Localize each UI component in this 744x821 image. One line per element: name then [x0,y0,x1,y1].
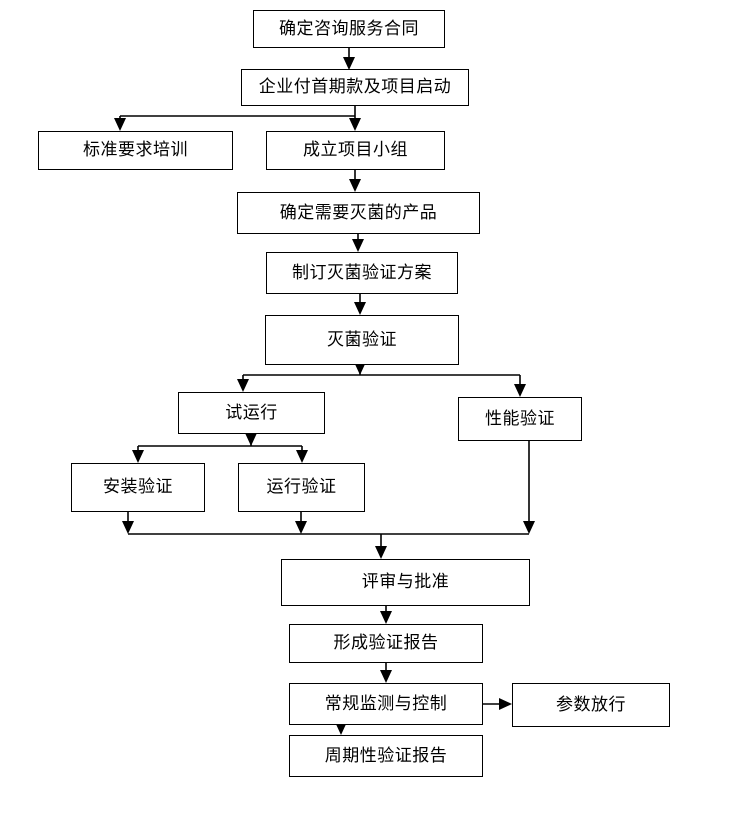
edge-payment-split-bar [114,106,361,131]
node-trial-run[interactable]: 试运行 [178,392,325,434]
node-operational-qualification[interactable]: 运行验证 [238,463,365,512]
node-determine-products-to-sterilize[interactable]: 确定需要灭菌的产品 [237,192,480,234]
node-label: 评审与批准 [361,572,450,593]
node-performance-qualification[interactable]: 性能验证 [458,397,582,441]
node-produce-validation-report[interactable]: 形成验证报告 [289,624,483,663]
node-label: 成立项目小组 [303,140,408,161]
node-label: 灭菌验证 [327,329,397,350]
node-label: 制订灭菌验证方案 [292,262,432,283]
node-draft-sterilization-validation-plan[interactable]: 制订灭菌验证方案 [266,252,458,294]
node-periodic-validation-report[interactable]: 周期性验证报告 [289,735,483,777]
edge-trialrun-split-bar [132,433,308,463]
node-installation-qualification[interactable]: 安装验证 [71,463,205,512]
node-label: 周期性验证报告 [324,745,448,766]
node-label: 运行验证 [266,477,337,498]
node-label: 试运行 [225,402,278,423]
node-label: 标准要求培训 [83,140,188,161]
edge-plan-to-validation [354,294,366,315]
edge-team-to-products [349,170,361,192]
node-routine-monitoring-and-control[interactable]: 常规监测与控制 [289,683,483,725]
node-label: 参数放行 [556,694,626,715]
edge-monitoring-to-release [483,698,512,710]
node-initial-payment-project-start[interactable]: 企业付首期款及项目启动 [241,69,469,106]
node-label: 确定咨询服务合同 [279,18,419,39]
node-confirm-consulting-contract[interactable]: 确定咨询服务合同 [253,10,445,48]
edge-report-to-monitoring [380,663,392,683]
node-sterilization-validation[interactable]: 灭菌验证 [265,315,459,365]
node-label: 确定需要灭菌的产品 [279,202,438,223]
node-establish-project-team[interactable]: 成立项目小组 [266,131,445,170]
node-label: 常规监测与控制 [324,693,448,714]
node-label: 安装验证 [103,477,173,498]
node-review-and-approval[interactable]: 评审与批准 [281,559,530,606]
edge-products-to-plan [352,234,364,252]
node-label: 性能验证 [485,408,555,429]
node-parametric-release[interactable]: 参数放行 [512,683,670,727]
edge-contract-to-payment [343,48,355,70]
node-label: 形成验证报告 [333,633,439,654]
edge-review-to-report [380,606,392,624]
node-standard-requirement-training[interactable]: 标准要求培训 [38,131,233,170]
node-label: 企业付首期款及项目启动 [258,77,452,98]
